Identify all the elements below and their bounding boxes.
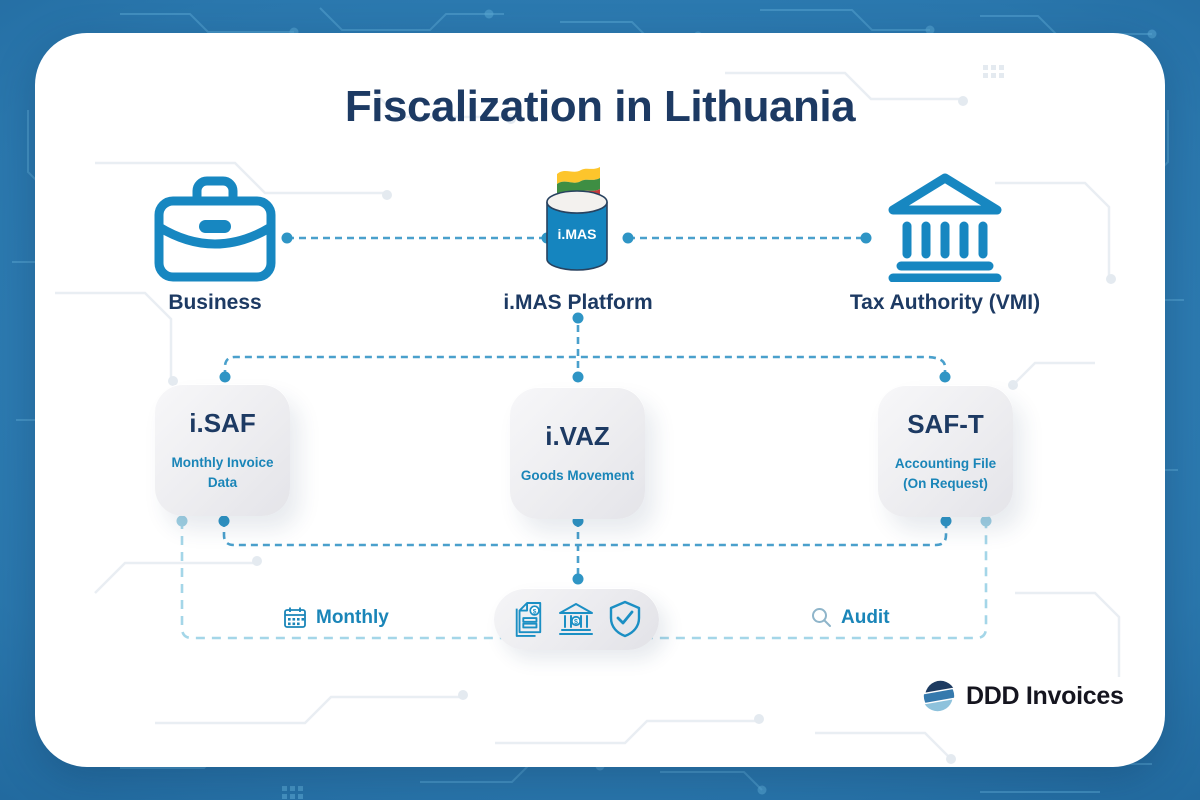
calendar-icon [284,607,306,628]
invoice-icon: $ [515,602,541,637]
module-saft: SAF-T Accounting File (On Request) [878,385,1013,517]
magnifier-icon [812,608,831,627]
briefcase-icon [154,176,276,282]
bank-building-icon: $ [558,603,593,635]
module-description: Goods Movement [520,467,635,483]
monthly-tag: Monthly [282,605,389,631]
svg-text:$: $ [532,608,536,615]
business-label: Business [168,291,262,314]
monthly-label: Monthly [316,607,389,628]
module-description: Accounting File (On Request) [894,455,997,491]
audit-tag: Audit [810,606,890,629]
module-ivaz: i.VAZ Goods Movement [510,387,645,519]
database-cylinder-icon: i.MAS [546,167,608,271]
imas-platform-entity: i.MAS [543,162,613,279]
ddd-invoices-logo-icon [922,680,956,712]
tax-authority-entity [885,172,1005,287]
shield-check-icon [609,600,640,638]
page-title: Fiscalization in Lithuania [344,82,856,131]
module-name: SAF-T [907,408,984,439]
flow-icons-pill: $ $ [494,588,659,650]
module-name: i.VAZ [545,420,610,451]
brand-logo: DDD Invoices [920,676,1124,716]
imas-platform-label: i.MAS Platform [503,291,653,314]
logo-text: DDD Invoices [966,681,1124,710]
bank-icon [888,173,1002,283]
svg-text:$: $ [574,619,578,626]
audit-label: Audit [841,606,890,628]
business-entity [153,170,277,289]
module-name: i.SAF [189,407,256,438]
cylinder-text: i.MAS [558,226,597,242]
tax-authority-label: Tax Authority (VMI) [849,291,1041,314]
module-description: Monthly Invoice Data [171,454,274,490]
module-isaf: i.SAF Monthly Invoice Data [155,384,290,516]
